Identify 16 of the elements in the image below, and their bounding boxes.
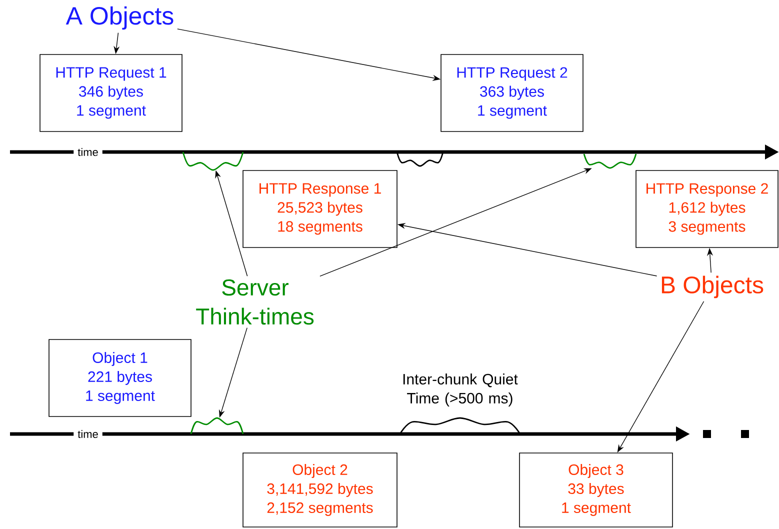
caption-text: A Objects: [66, 6, 174, 30]
info-box: HTTP Response 2 1,612 bytes 3 segments: [636, 170, 778, 248]
info-box: HTTP Response 1 25,523 bytes 18 segments: [242, 170, 398, 248]
info-box: HTTP Request 2 363 bytes 1 segment: [440, 54, 584, 132]
think-time-brace: [583, 154, 637, 169]
think-time-brace: [190, 417, 244, 434]
info-box: Object 1 221 bytes 1 segment: [48, 339, 192, 417]
annotation-text: Inter-chunk Quiet Time (>500 ms): [403, 374, 518, 406]
info-box: HTTP Request 1 346 bytes 1 segment: [40, 54, 182, 132]
info-box: Object 3 33 bytes 1 segment: [519, 452, 673, 528]
caption-text: B Objects: [662, 276, 764, 298]
axis-label: time: [74, 428, 102, 440]
info-box: Object 2 3,141,592 bytes 2,152 segments: [242, 452, 398, 528]
axis-label: time: [74, 146, 102, 158]
think-time-brace: [182, 152, 244, 171]
caption-text: Server Think-times: [196, 279, 314, 325]
